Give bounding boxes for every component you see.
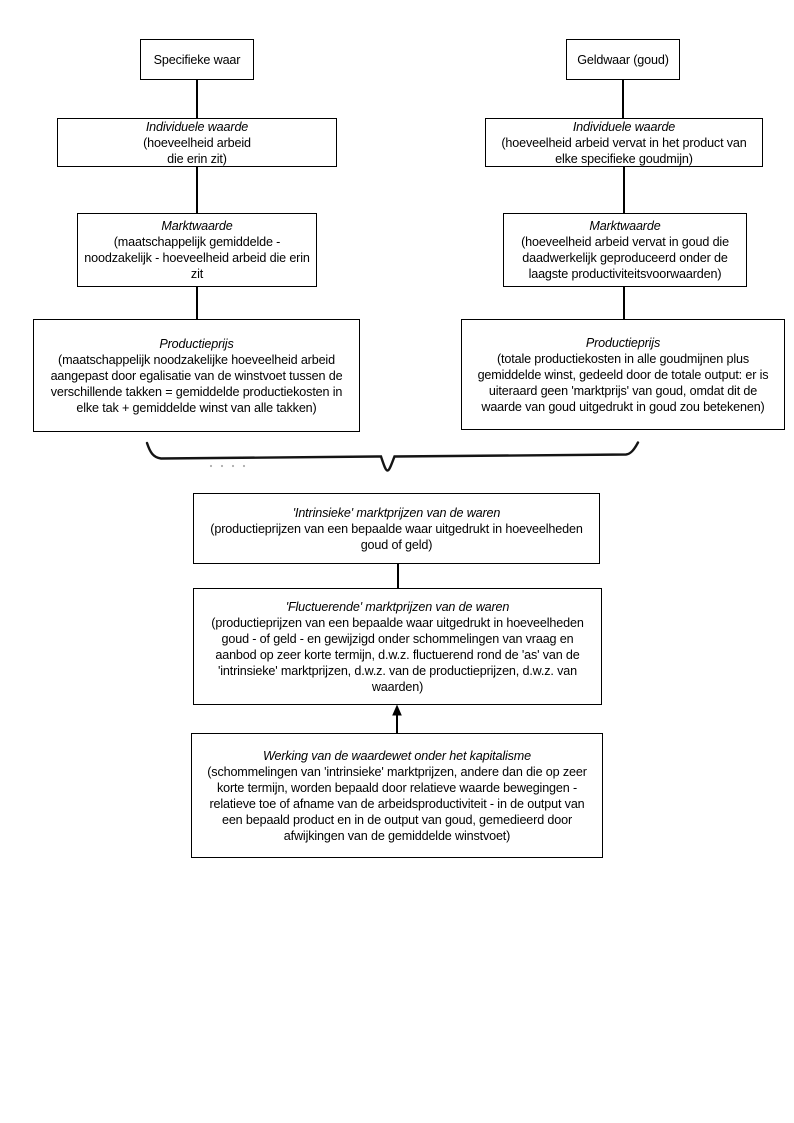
box-specifieke-waar: Specifieke waar — [140, 39, 254, 80]
box-fluctuerende-marktprijzen: 'Fluctuerende' marktprijzen van de waren… — [193, 588, 602, 705]
box-title: Individuele waarde — [572, 119, 676, 134]
up-arrowhead-icon — [392, 704, 402, 716]
box-title: 'Intrinsieke' marktprijzen van de waren — [292, 505, 501, 520]
box-body: (hoeveelheid arbeid vervat in goud die d… — [521, 235, 729, 281]
box-title: Marktwaarde — [589, 219, 661, 233]
box-individuele-waarde-rechts: Individuele waarde (hoeveelheid arbeid v… — [485, 118, 763, 167]
box-title: Geldwaar (goud) — [577, 52, 669, 67]
box-body: (maatschappelijk gemiddelde - noodzakeli… — [84, 235, 310, 281]
box-intrinsieke-marktprijzen: 'Intrinsieke' marktprijzen van de waren … — [193, 493, 600, 564]
box-title: Productieprijs — [159, 336, 234, 351]
box-title: Specifieke waar — [153, 52, 241, 67]
box-marktwaarde-rechts: Marktwaarde (hoeveelheid arbeid vervat i… — [503, 213, 747, 287]
box-body: (totale productiekosten in alle goudmijn… — [477, 351, 769, 414]
box-title: 'Fluctuerende' marktprijzen van de waren — [285, 599, 510, 614]
box-werking-waardewet: Werking van de waardewet onder het kapit… — [191, 733, 603, 858]
merge-brace — [145, 441, 640, 472]
box-title: Marktwaarde — [161, 219, 233, 233]
box-body: (hoeveelheid arbeid die erin zit) — [143, 135, 251, 166]
box-body: (productieprijzen van een bepaalde waar … — [210, 521, 583, 552]
box-title: Productieprijs — [585, 335, 661, 350]
box-productieprijs-links: Productieprijs (maatschappelijk noodzake… — [33, 319, 360, 432]
box-body: (schommelingen van 'intrinsieke' marktpr… — [207, 764, 587, 843]
box-individuele-waarde-links: Individuele waarde (hoeveelheid arbeid d… — [57, 118, 337, 167]
box-marktwaarde-links: Marktwaarde (maatschappelijk gemiddelde … — [77, 213, 317, 287]
scan-artifact-dots — [209, 464, 246, 468]
box-productieprijs-rechts: Productieprijs (totale productiekosten i… — [461, 319, 785, 430]
box-title: Werking van de waardewet onder het kapit… — [263, 748, 531, 763]
box-body: (hoeveelheid arbeid vervat in het produc… — [501, 135, 747, 166]
box-geldwaar: Geldwaar (goud) — [566, 39, 680, 80]
box-body: (maatschappelijk noodzakelijke hoeveelhe… — [50, 352, 343, 415]
box-title: Individuele waarde — [145, 119, 249, 134]
box-body: (productieprijzen van een bepaalde waar … — [211, 615, 584, 694]
